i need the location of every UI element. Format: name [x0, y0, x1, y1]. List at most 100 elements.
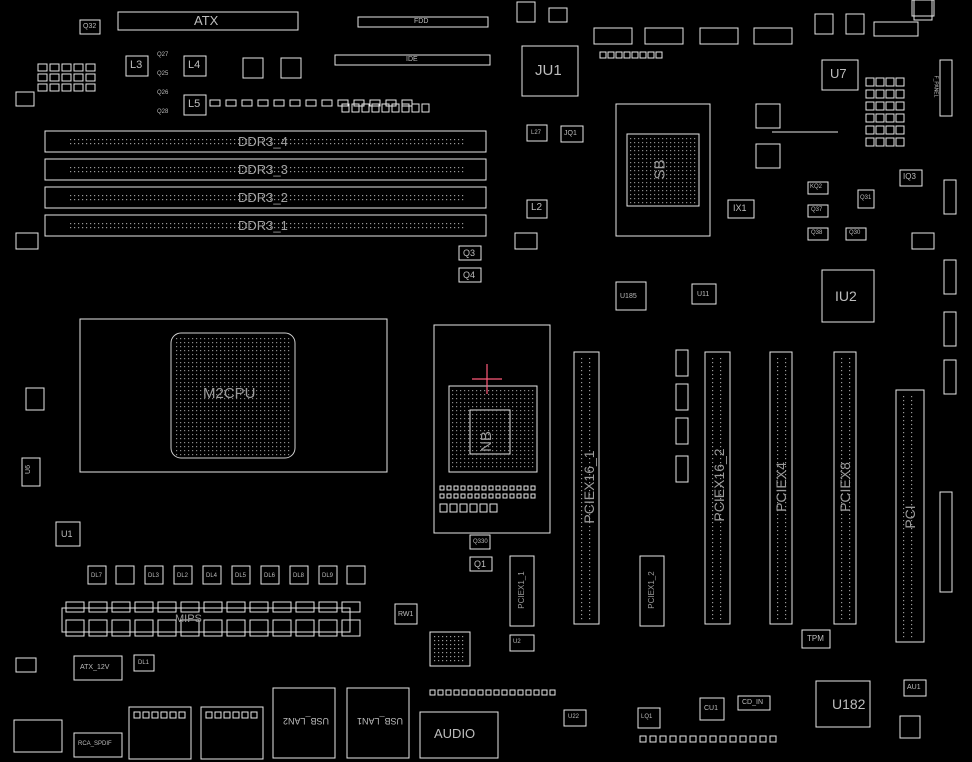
- sb-ball: [650, 138, 652, 140]
- sb-ball: [662, 194, 664, 196]
- cpu-ball: [268, 350, 270, 352]
- ddr-pin: [394, 171, 396, 173]
- ddr-pin: [378, 199, 380, 201]
- cpu-ball: [284, 418, 286, 420]
- nb-ball: [468, 466, 470, 468]
- cpu-ball: [252, 374, 254, 376]
- cpu-ball: [192, 430, 194, 432]
- sb-ball: [678, 166, 680, 168]
- pad-ball: [434, 660, 436, 662]
- nb-ball: [484, 406, 486, 408]
- sb-ball: [634, 162, 636, 164]
- slot-pin: [589, 618, 591, 620]
- sb-ball: [694, 190, 696, 192]
- slot-pin: [911, 492, 913, 494]
- sb-ball: [658, 158, 660, 160]
- ddr-pin: [330, 199, 332, 201]
- ddr-pin: [174, 227, 176, 229]
- slot-pin: [712, 438, 714, 440]
- top-box: [814, 13, 834, 35]
- ddr-pin: [146, 227, 148, 229]
- ddr-pin: [194, 199, 196, 201]
- nb-ball: [484, 446, 486, 448]
- cpu-ball: [240, 338, 242, 340]
- nb-cap: [502, 485, 508, 491]
- cpu-ball: [244, 398, 246, 400]
- cpu-ball: [200, 366, 202, 368]
- cpu-ball: [216, 346, 218, 348]
- ddr-pin: [290, 143, 292, 145]
- cpu-ball: [256, 342, 258, 344]
- nb-ball: [452, 394, 454, 396]
- nb-ball: [520, 398, 522, 400]
- nb-ball: [512, 446, 514, 448]
- sb-ball: [674, 194, 676, 196]
- cpu-ball: [264, 338, 266, 340]
- ddr-pin: [262, 223, 264, 225]
- slot-pin: [911, 428, 913, 430]
- cpu-ball: [220, 430, 222, 432]
- nb-ball: [528, 450, 530, 452]
- slot-pin: [849, 418, 851, 420]
- cpu-ball: [268, 370, 270, 372]
- ddr-pin: [98, 139, 100, 141]
- slot-pin: [903, 464, 905, 466]
- cpu-ball: [224, 426, 226, 428]
- ddr-pin: [150, 199, 152, 201]
- cpu-ball: [288, 394, 290, 396]
- slot-pin: [903, 428, 905, 430]
- cpu-ball: [208, 374, 210, 376]
- cpu-ball: [240, 346, 242, 348]
- cpu-ball: [200, 410, 202, 412]
- cpu-ball: [204, 454, 206, 456]
- slot-pin: [581, 462, 583, 464]
- cpu-ball: [248, 358, 250, 360]
- ddr-pin: [322, 227, 324, 229]
- sb-ball: [682, 170, 684, 172]
- nb-ball: [500, 418, 502, 420]
- cpu-ball: [212, 422, 214, 424]
- sb-ball: [642, 162, 644, 164]
- cpu-ball: [268, 382, 270, 384]
- pad-row: [623, 51, 631, 59]
- slot-pin: [777, 362, 779, 364]
- cpu-ball: [180, 430, 182, 432]
- cap-pad: [865, 137, 875, 147]
- ddr-pin: [258, 139, 260, 141]
- slot-pin: [911, 624, 913, 626]
- slot-pin: [777, 618, 779, 620]
- dl-box: [173, 565, 193, 585]
- ddr-pin: [298, 167, 300, 169]
- slot-pin: [589, 562, 591, 564]
- cpu-ball: [284, 342, 286, 344]
- ddr-pin: [334, 223, 336, 225]
- cpu-ball: [276, 442, 278, 444]
- nb-ball: [472, 394, 474, 396]
- nb-cap: [439, 485, 445, 491]
- ddr-pin: [314, 195, 316, 197]
- sb-ball: [670, 138, 672, 140]
- ddr-pin: [430, 143, 432, 145]
- cpu-ball: [236, 422, 238, 424]
- slot-pin: [841, 602, 843, 604]
- slot-pin: [911, 548, 913, 550]
- slot-pin: [849, 530, 851, 532]
- sata-right-3: [943, 311, 957, 347]
- nb-ball: [516, 446, 518, 448]
- sb-core: [626, 133, 700, 207]
- slot-pin: [903, 528, 905, 530]
- slot-pin: [712, 446, 714, 448]
- cpu-ball: [284, 446, 286, 448]
- cpu-ball: [180, 362, 182, 364]
- nb-ball: [500, 410, 502, 412]
- ddr-pin: [318, 227, 320, 229]
- ddr-pin: [338, 171, 340, 173]
- slot-pin: [903, 524, 905, 526]
- cpu-ball: [228, 346, 230, 348]
- nb-ball: [496, 446, 498, 448]
- ddr-pin: [390, 227, 392, 229]
- sb-ball: [634, 186, 636, 188]
- slot-pin: [903, 508, 905, 510]
- ddr-pin: [146, 139, 148, 141]
- cpu-ball: [232, 410, 234, 412]
